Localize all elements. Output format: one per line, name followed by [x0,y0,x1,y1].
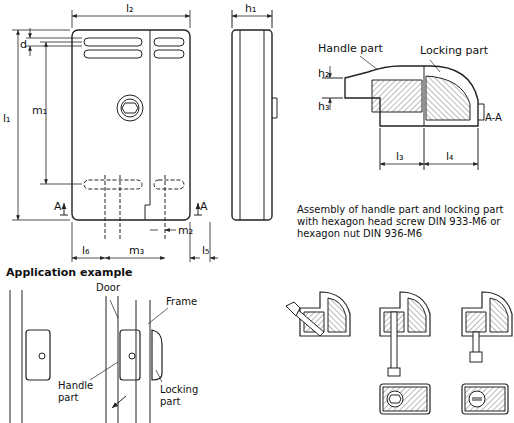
dimension-label: d [20,38,27,51]
section-heading: Application example [6,266,133,279]
dimension-label: l₅ [202,244,209,257]
dimension-label: l₃ [396,150,403,163]
dimension-label: h₂ [318,67,329,80]
dimension-label: A [54,200,62,213]
part-label: Assembly of handle part and locking part… [297,204,511,240]
front-view [60,30,202,240]
side-view [232,10,277,220]
part-label: Door [96,282,120,294]
dimension-label: l₂ [126,2,133,15]
dimension-label: m₃ [129,244,144,257]
section-view [322,56,484,170]
dimension-label: l₆ [82,244,89,257]
part-label: Locking part [160,384,204,408]
part-label: Locking part [420,44,488,57]
dimension-label: A-A [485,112,502,124]
dimension-label: h₁ [245,2,256,15]
application-example [10,290,168,423]
dimension-label: l₁ [3,112,10,125]
part-label: Frame [166,296,197,308]
assembly-figures [286,292,512,414]
dimension-label: l₄ [446,150,453,163]
part-label: Handle part [318,42,383,55]
dimension-label: m₁ [32,104,47,117]
dimension-lines [12,10,218,262]
dimension-label: m₂ [178,224,193,237]
dimension-label: A [200,200,208,213]
dimension-label: h₃ [318,100,329,113]
part-label: Handle part [58,380,102,404]
